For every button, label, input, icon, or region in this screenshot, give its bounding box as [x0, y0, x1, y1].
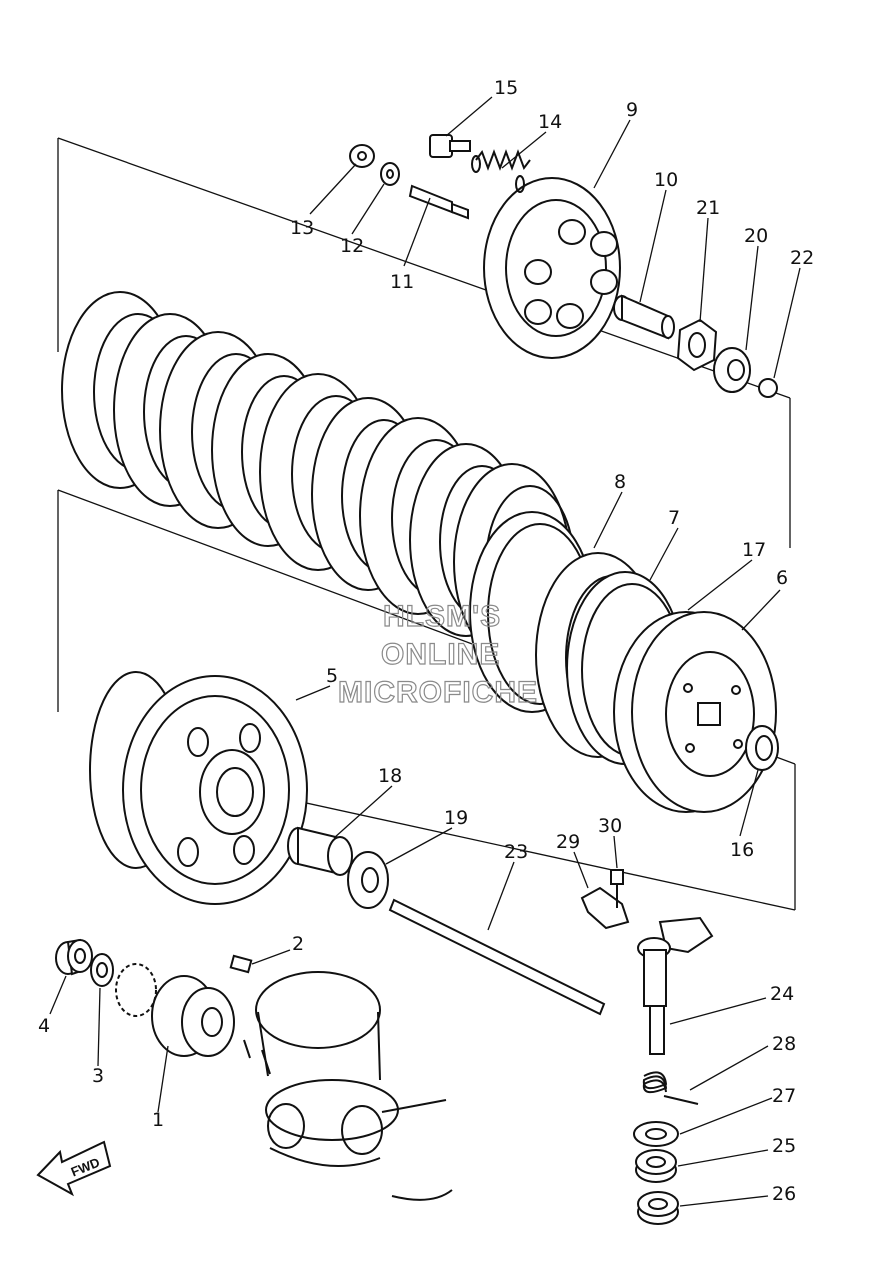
- label-9: 9: [626, 99, 638, 121]
- primary-washer: [90, 953, 114, 987]
- label-18: 18: [378, 765, 402, 787]
- label-16: 16: [730, 839, 754, 861]
- label-11: 11: [390, 271, 414, 293]
- part-labels: 15 14 9 10 21 20 22 13 12 11 8 7 17 6 16…: [38, 77, 814, 1205]
- label-23: 23: [504, 841, 528, 863]
- label-12: 12: [340, 235, 364, 257]
- label-1: 1: [152, 1109, 164, 1131]
- watermark: HLSM'S ONLINE MICROFICHE: [337, 599, 538, 709]
- label-24: 24: [770, 983, 794, 1005]
- label-7: 7: [668, 507, 680, 529]
- push-rod-short: [613, 294, 675, 340]
- watermark-line-2: ONLINE: [381, 638, 500, 671]
- label-5: 5: [326, 665, 338, 687]
- bolt: [429, 134, 471, 158]
- clutch-spring: [471, 149, 531, 193]
- label-13: 13: [290, 217, 314, 239]
- primary-driven-gear-plate: [613, 611, 777, 813]
- adjuster-rod: [408, 184, 469, 220]
- collar: [55, 938, 93, 976]
- label-21: 21: [696, 197, 720, 219]
- return-spring: [642, 1071, 699, 1105]
- pressure-plate: [483, 177, 621, 359]
- gear-outline: [115, 963, 157, 1017]
- ball: [758, 378, 778, 398]
- label-4: 4: [38, 1015, 50, 1037]
- label-3: 3: [92, 1065, 104, 1087]
- label-19: 19: [444, 807, 468, 829]
- lock-nut: [676, 318, 718, 372]
- label-30: 30: [598, 815, 622, 837]
- label-22: 22: [790, 247, 814, 269]
- small-washer: [380, 162, 400, 186]
- push-lever-plate: [580, 886, 630, 930]
- woodruff-key: [229, 954, 253, 974]
- label-28: 28: [772, 1033, 796, 1055]
- thrust-washer: [347, 851, 389, 909]
- label-10: 10: [654, 169, 678, 191]
- label-27: 27: [772, 1085, 796, 1107]
- push-lever-shaft: [637, 916, 714, 1055]
- label-8: 8: [614, 471, 626, 493]
- oil-seal: [633, 1121, 679, 1147]
- clutch-housing: [89, 671, 308, 905]
- label-25: 25: [772, 1135, 796, 1157]
- label-17: 17: [742, 539, 766, 561]
- label-20: 20: [744, 225, 768, 247]
- label-14: 14: [538, 111, 562, 133]
- bearing-25: [635, 1149, 677, 1183]
- washer: [745, 725, 779, 771]
- watermark-line-3: MICROFICHE: [338, 676, 538, 709]
- label-6: 6: [776, 567, 788, 589]
- label-29: 29: [556, 831, 580, 853]
- watermark-line-1: HLSM'S: [383, 600, 501, 633]
- push-rod-long: [388, 898, 606, 1016]
- lock-washer: [713, 347, 751, 393]
- spacer-bushing: [287, 826, 353, 876]
- needle-bearing: [637, 1191, 679, 1225]
- screw: [610, 869, 624, 908]
- crankshaft: [243, 971, 453, 1201]
- label-15: 15: [494, 77, 518, 99]
- label-2: 2: [292, 933, 304, 955]
- fwd-arrow: FWD: [36, 1140, 112, 1197]
- leader-lines: [49, 96, 801, 1207]
- nut: [349, 144, 375, 168]
- label-26: 26: [772, 1183, 796, 1205]
- primary-drive-gear: [151, 975, 235, 1057]
